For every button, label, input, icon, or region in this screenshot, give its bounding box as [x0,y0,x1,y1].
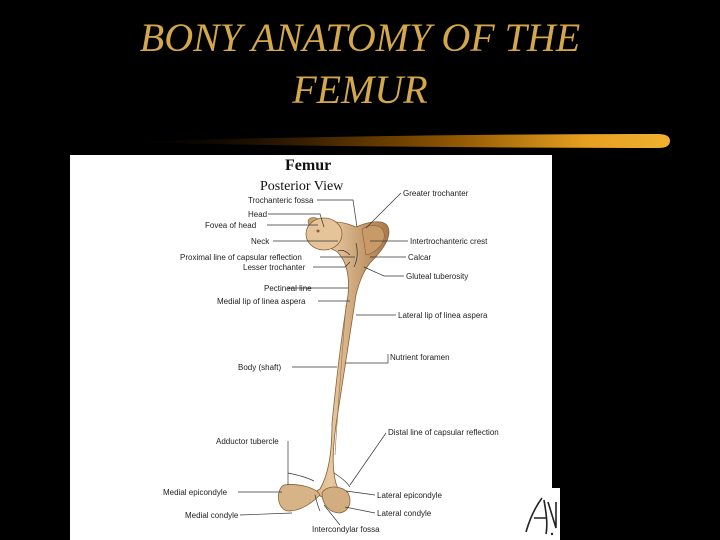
label-adductor-tubercle: Adductor tubercle [216,437,279,446]
label-neck: Neck [251,237,270,246]
slide-title-line-1: BONY ANATOMY OF THE [139,15,581,60]
label-calcar: Calcar [408,253,431,262]
slide-title: BONY ANATOMY OF THE FEMUR [60,12,660,116]
slide-title-line-2: FEMUR [292,67,428,112]
labels-right: Greater trochanter Intertrochanteric cre… [377,189,499,518]
label-fovea-of-head: Fovea of head [205,221,256,230]
label-pectineal-line: Pectineal line [264,284,312,293]
label-nutrient-foramen: Nutrient foramen [390,353,450,362]
label-trochanteric-fossa: Trochanteric fossa [248,196,314,205]
label-medial-epicondyle: Medial epicondyle [163,488,228,497]
leader-lines [238,192,408,526]
label-greater-trochanter: Greater trochanter [403,189,469,198]
label-lateral-lip-linea-aspera: Lateral lip of linea aspera [398,311,488,320]
label-medial-lip-linea-aspera: Medial lip of linea aspera [217,297,306,306]
femur-bone [278,217,390,514]
label-intertrochanteric-crest: Intertrochanteric crest [410,237,488,246]
label-lesser-trochanter: Lesser trochanter [243,263,306,272]
label-head: Head [248,210,267,219]
figure-subtitle: Posterior View [260,179,344,194]
label-distal-line-capsular-reflection: Distal line of capsular reflection [388,428,499,437]
femur-figure-panel: Femur Posterior View [70,155,552,540]
label-lateral-epicondyle: Lateral epicondyle [377,491,442,500]
label-intercondylar-fossa: Intercondylar fossa [312,525,380,534]
femur-illustration: Femur Posterior View [163,157,499,534]
label-lateral-condyle: Lateral condyle [377,509,432,518]
label-medial-condyle: Medial condyle [185,511,239,520]
labels-left: Trochanteric fossa Head Fovea of head Ne… [163,196,314,520]
label-body-shaft: Body (shaft) [238,363,281,372]
label-gluteal-tuberosity: Gluteal tuberosity [406,272,468,281]
figure-title: Femur [285,157,331,174]
label-proximal-line-capsular-reflection: Proximal line of capsular reflection [180,253,302,262]
title-underline-bar [110,134,670,148]
artist-signature [525,488,560,540]
